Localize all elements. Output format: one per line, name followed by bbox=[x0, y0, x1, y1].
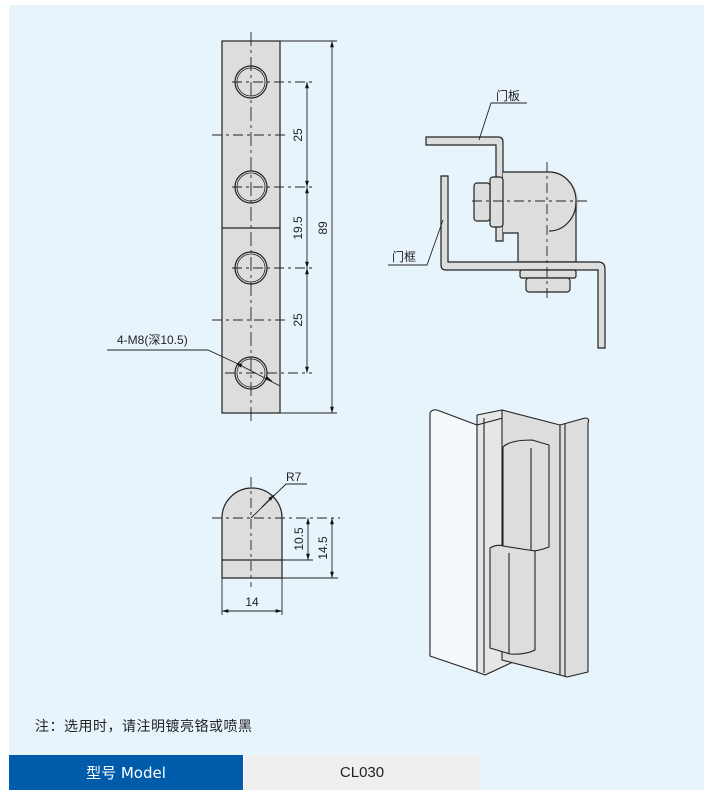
model-table: 型号 Model CL030 bbox=[9, 755, 480, 790]
end-view-shape bbox=[221, 487, 283, 579]
iso-right-flange bbox=[559, 417, 590, 678]
dim-label-25-bottom: 25 bbox=[291, 313, 305, 327]
dim-label-14-5: 14.5 bbox=[316, 536, 330, 560]
dim-label-10-5: 10.5 bbox=[292, 527, 306, 551]
screw-washer-bottom bbox=[519, 269, 577, 279]
screw-head-bottom bbox=[525, 277, 571, 293]
selection-note: 注：选用时，请注明镀亮铬或喷黑 bbox=[35, 719, 253, 735]
label-door-frame: 门框 bbox=[392, 249, 416, 264]
label-door-panel: 门板 bbox=[496, 88, 520, 103]
dim-label-r7: R7 bbox=[286, 470, 302, 484]
front-view-labels: 25 19.5 25 89 4-M8(深10.5) bbox=[117, 128, 330, 347]
screw-washer-left bbox=[489, 176, 504, 228]
iso-upper-knuckle bbox=[502, 439, 550, 552]
iso-door-leaf bbox=[429, 409, 478, 673]
model-value-cell: CL030 bbox=[243, 755, 480, 790]
dim-label-25-top: 25 bbox=[291, 128, 305, 142]
front-view bbox=[107, 32, 337, 422]
side-section-labels: 门板 门框 bbox=[392, 88, 520, 264]
end-view bbox=[212, 477, 340, 615]
callout-leader bbox=[107, 349, 237, 364]
end-view-labels: R7 10.5 14.5 14 bbox=[245, 470, 330, 609]
dim-label-89: 89 bbox=[316, 221, 330, 235]
hole-callout-label: 4-M8(深10.5) bbox=[117, 333, 188, 347]
model-header-cell: 型号 Model bbox=[9, 755, 243, 790]
isometric-view bbox=[429, 409, 590, 678]
dim-label-19-5: 19.5 bbox=[291, 216, 305, 240]
door-frame-leader bbox=[388, 219, 444, 266]
door-panel-leader bbox=[478, 102, 527, 141]
side-section-view bbox=[388, 102, 606, 349]
door-frame-shape bbox=[440, 175, 606, 349]
dim-label-14: 14 bbox=[245, 595, 259, 609]
screw-head-left bbox=[473, 182, 491, 222]
iso-lower-knuckle bbox=[489, 544, 536, 655]
